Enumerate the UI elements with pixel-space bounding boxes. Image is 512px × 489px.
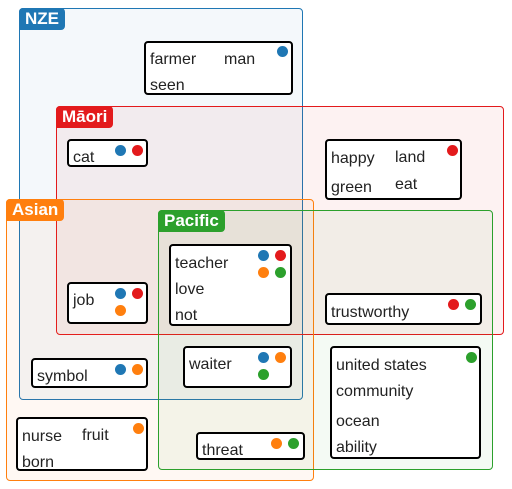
word-love: love xyxy=(175,281,205,298)
word-threat: threat xyxy=(202,442,243,459)
word-box-nurse: nurse fruit born xyxy=(16,417,148,471)
pacific-dot xyxy=(288,438,299,449)
word-man: man xyxy=(224,51,256,68)
word-community: community xyxy=(336,383,414,400)
maori-dot xyxy=(275,250,286,261)
word-box-farmer: farmer man seen xyxy=(144,41,293,95)
word-fruit: fruit xyxy=(82,427,109,444)
word-not: not xyxy=(175,307,198,324)
word-box-united-states: united states community ocean ability xyxy=(330,346,481,459)
pacific-dot xyxy=(465,299,476,310)
maori-dot xyxy=(447,145,458,156)
word-green: green xyxy=(331,179,372,196)
region-label-maori: Māori xyxy=(56,106,114,128)
maori-dot xyxy=(132,145,143,156)
nze-dot xyxy=(258,250,269,261)
region-label-nze: NZE xyxy=(19,8,65,30)
region-label-asian: Asian xyxy=(6,199,65,221)
word-box-trustworthy: trustworthy xyxy=(325,293,482,325)
asian-dot xyxy=(132,364,143,375)
nze-dot xyxy=(258,352,269,363)
word-box-symbol: symbol xyxy=(31,358,148,388)
asian-dot xyxy=(275,352,286,363)
asian-dot xyxy=(271,438,282,449)
word-eat: eat xyxy=(395,176,418,193)
word-box-job: job xyxy=(67,282,148,324)
word-united-states: united states xyxy=(336,357,427,374)
word-ability: ability xyxy=(336,439,377,456)
pacific-dot xyxy=(258,369,269,380)
word-ocean: ocean xyxy=(336,413,380,430)
nze-dot xyxy=(115,145,126,156)
asian-dot xyxy=(258,267,269,278)
word-teacher: teacher xyxy=(175,255,229,272)
word-nurse: nurse xyxy=(22,428,63,445)
nze-dot xyxy=(277,46,288,57)
word-land: land xyxy=(395,149,426,166)
word-born: born xyxy=(22,454,55,471)
nze-dot xyxy=(115,364,126,375)
word-symbol: symbol xyxy=(37,368,88,385)
asian-dot xyxy=(115,305,126,316)
pacific-dot xyxy=(466,352,477,363)
asian-dot xyxy=(133,423,144,434)
word-job: job xyxy=(73,292,95,309)
word-box-threat: threat xyxy=(196,432,305,460)
maori-dot xyxy=(448,299,459,310)
word-cat: cat xyxy=(73,149,95,166)
word-farmer: farmer xyxy=(150,51,197,68)
word-box-cat: cat xyxy=(67,139,148,167)
word-seen: seen xyxy=(150,77,185,94)
pacific-dot xyxy=(275,267,286,278)
nze-dot xyxy=(115,288,126,299)
word-box-waiter: waiter xyxy=(183,346,292,388)
word-trustworthy: trustworthy xyxy=(331,304,410,321)
word-waiter: waiter xyxy=(189,356,232,373)
word-happy: happy xyxy=(331,150,375,167)
region-label-pacific: Pacific xyxy=(158,210,225,232)
word-box-happy: happy land green eat xyxy=(325,139,462,200)
maori-dot xyxy=(132,288,143,299)
word-box-teacher: teacher love not xyxy=(169,244,292,326)
